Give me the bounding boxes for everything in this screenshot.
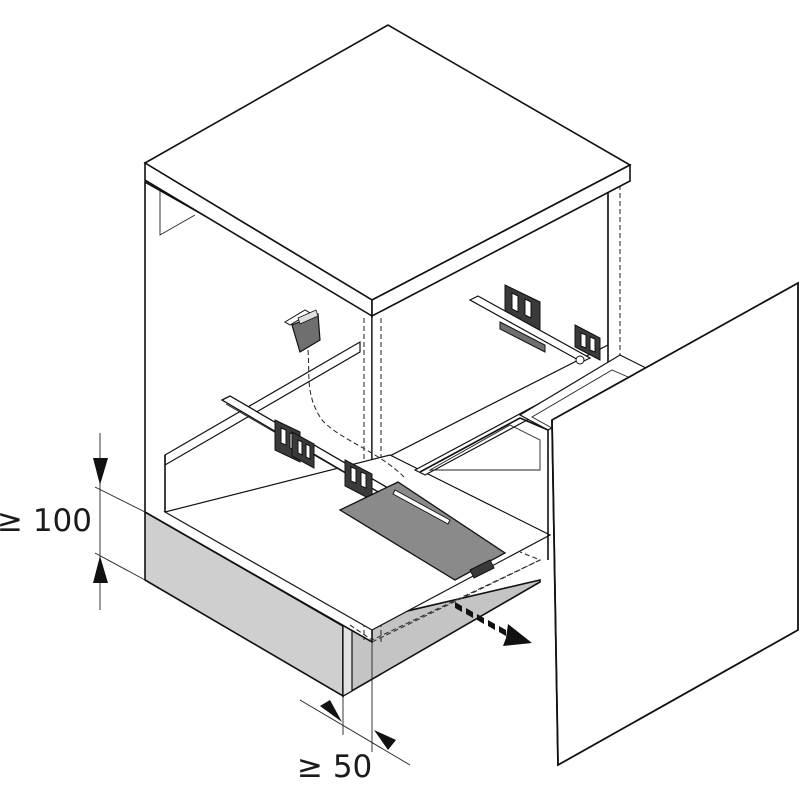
plinth-side-step [342,619,353,698]
cabinet-floor [163,454,552,631]
dimension-arrow-up [93,556,108,583]
dimension-label-height: ≥ 100 [0,503,92,539]
countertop-side [371,163,631,318]
power-supply [284,309,406,479]
control-plate [338,481,507,581]
dimension-height: ≥ 100 [0,433,146,610]
dimension-arrow-left [374,730,396,750]
control-unit [469,559,495,579]
bracket-back-2 [574,324,601,361]
drawer-box [164,340,652,560]
arrow-head [503,624,532,646]
dimension-arrow-right [320,700,342,722]
pull-out-arrow [455,602,532,646]
cabinet-carcass [143,24,632,644]
dimension-depth: ≥ 50 [297,640,411,785]
bracket-front-2 [291,431,315,469]
plinth [144,510,541,698]
control-plate-panel [338,481,507,581]
dimension-label-depth: ≥ 50 [297,749,372,785]
runner-rail-back [468,295,592,365]
dimension-arrow-down [93,458,108,485]
mounting-brackets [274,284,601,501]
